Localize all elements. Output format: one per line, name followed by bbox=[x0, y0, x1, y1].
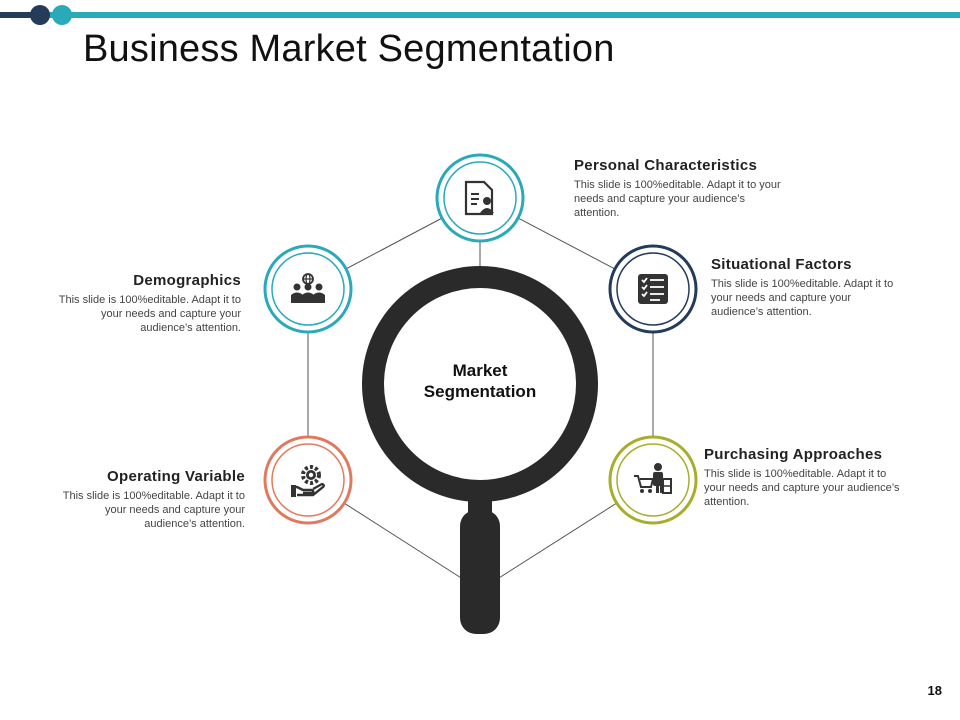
shopping-cart-person-icon bbox=[634, 463, 672, 494]
magnifier-lens bbox=[362, 266, 598, 502]
center-label-line1: Market bbox=[452, 361, 508, 380]
node-inner-ring bbox=[271, 443, 345, 517]
node-description: This slide is 100%editable. Adapt it to … bbox=[711, 278, 894, 318]
node-personal-characteristics bbox=[435, 153, 525, 243]
label-purchasing-approaches: Purchasing Approaches This slide is 100%… bbox=[704, 446, 909, 509]
label-situational-factors: Situational Factors This slide is 100%ed… bbox=[711, 256, 906, 319]
top-accent-bar-left bbox=[0, 12, 40, 18]
gear-hand-icon bbox=[291, 465, 325, 497]
node-situational-factors bbox=[608, 244, 698, 334]
magnifier-handle bbox=[460, 510, 500, 634]
node-title: Personal Characteristics bbox=[574, 157, 758, 174]
center-label: Market Segmentation bbox=[395, 360, 565, 402]
node-title: Operating Variable bbox=[107, 468, 245, 485]
node-demographics bbox=[263, 244, 353, 334]
node-description: This slide is 100%editable. Adapt it to … bbox=[62, 490, 245, 530]
people-globe-icon bbox=[291, 273, 325, 303]
top-accent-bar bbox=[0, 12, 960, 18]
accent-dot-teal bbox=[52, 5, 72, 25]
node-circles bbox=[263, 153, 698, 525]
label-demographics: Demographics This slide is 100%editable.… bbox=[56, 272, 241, 335]
node-title: Situational Factors bbox=[711, 256, 852, 273]
node-purchasing-approaches bbox=[608, 435, 698, 525]
node-title: Purchasing Approaches bbox=[704, 446, 883, 463]
magnifier-icon bbox=[362, 266, 598, 634]
document-user-icon bbox=[464, 180, 494, 216]
center-label-line2: Segmentation bbox=[423, 382, 537, 401]
node-operating-variable bbox=[263, 435, 353, 525]
node-description: This slide is 100%editable. Adapt it to … bbox=[58, 294, 241, 334]
label-operating-variable: Operating Variable This slide is 100%edi… bbox=[60, 468, 245, 531]
node-description: This slide is 100%editable. Adapt it to … bbox=[574, 179, 781, 219]
page-number: 18 bbox=[927, 683, 942, 698]
node-title: Demographics bbox=[133, 272, 241, 289]
checklist-icon bbox=[638, 274, 668, 304]
label-personal-characteristics: Personal Characteristics This slide is 1… bbox=[574, 157, 784, 220]
node-description: This slide is 100%editable. Adapt it to … bbox=[704, 468, 900, 508]
accent-dot-dark bbox=[30, 5, 50, 25]
slide-title: Business Market Segmentation bbox=[83, 28, 615, 70]
